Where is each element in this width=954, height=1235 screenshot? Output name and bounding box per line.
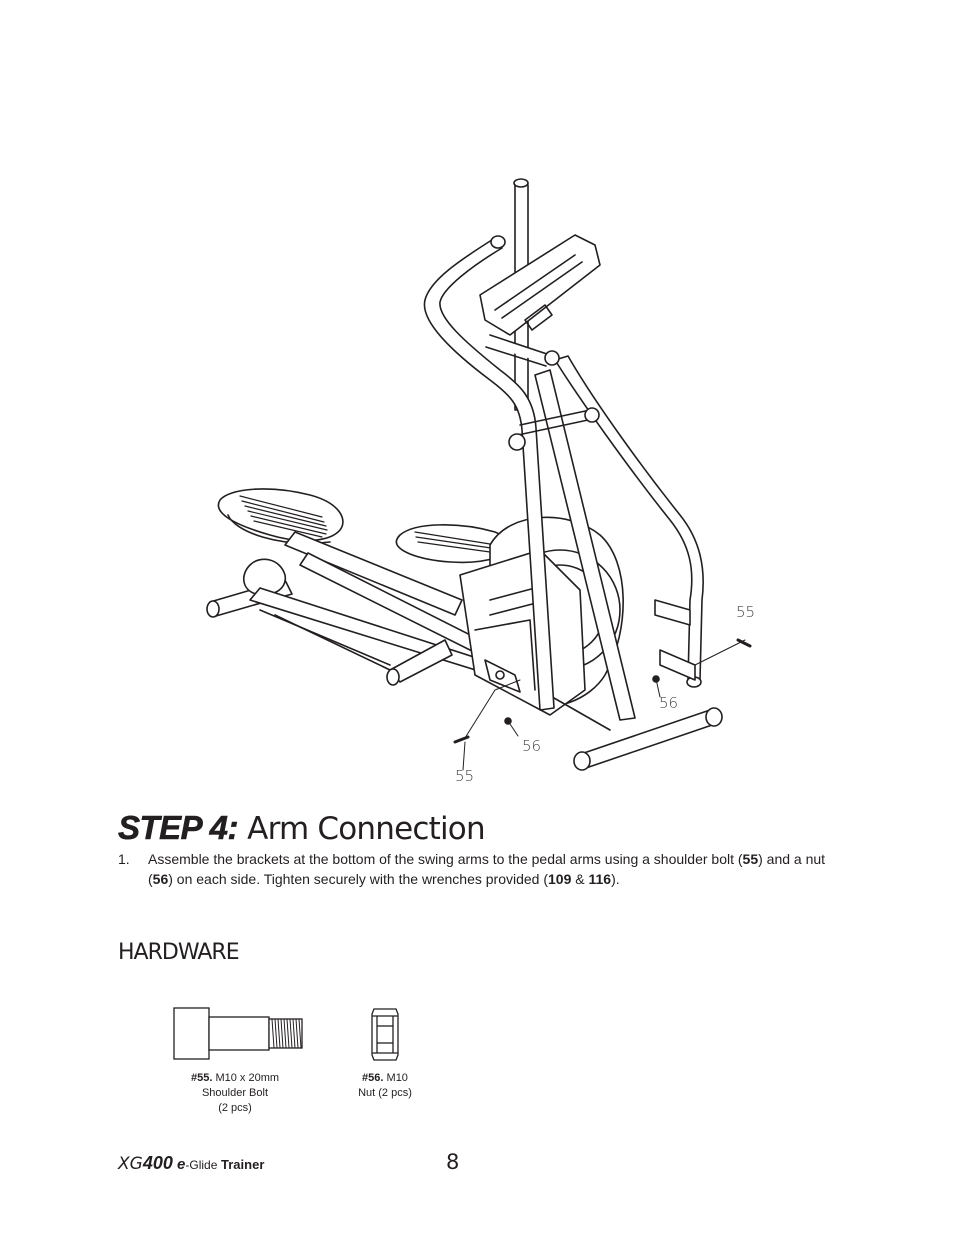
hardware-item-56-line1: #56. M10 [335,1071,435,1086]
hardware-item-56-id: #56. [362,1072,384,1084]
console [479,234,601,336]
left-pedal [217,488,344,545]
hardware-item-55-spec: M10 x 20mm [212,1072,280,1084]
elliptical-trainer-illustration [206,178,752,771]
right-bracket [654,599,696,681]
hardware-callouts [453,638,752,771]
hardware-item-55-name: Shoulder Bolt [201,1087,269,1099]
callout-bolt-55-left: 55 [455,767,475,785]
nut-image [371,1008,399,1061]
hardware-item-56-spec: M10 [383,1072,408,1084]
bolt-ref: 55 [742,851,759,867]
step-title: STEP 4: Arm Connection [118,808,486,849]
wrench-ref-2: 116 [588,871,612,887]
nut-ref: 56 [152,871,169,887]
footer-model-b: 400 [142,1153,173,1173]
footer-model-a: XG [118,1154,143,1174]
footer-brand-glide: -Glide [185,1158,218,1172]
instruction-number: 1. [118,851,130,867]
instruction-part4: ). [611,871,620,887]
hardware-item-55: #55. M10 x 20mm Shoulder Bolt (2 pcs) [165,1071,305,1116]
right-pedal [395,524,507,564]
pedal-arms [284,531,497,686]
hardware-item-56: #56. M10 Nut (2 pcs) [335,1071,435,1101]
hardware-item-55-qty: (2 pcs) [218,1102,252,1114]
hardware-item-55-line1: #55. M10 x 20mm [165,1071,305,1086]
hardware-item-55-id: #55. [190,1072,213,1084]
instruction-part1: Assemble the brackets at the bottom of t… [148,851,743,867]
swing-arms [423,235,704,711]
step-label: STEP 4: [118,809,239,847]
front-stabilizer [539,689,723,771]
hardware-item-56-name: Nut (2 pcs) [358,1087,412,1099]
page-number: 8 [446,1150,460,1174]
footer-brand-trainer: Trainer [217,1157,265,1172]
wrench-ref-1: 109 [548,871,572,887]
footer-brand-e: e [172,1156,186,1173]
hardware-title: HARDWARE [118,940,240,965]
instruction-item: 1. Assemble the brackets at the bottom o… [118,849,838,889]
instruction-text: Assemble the brackets at the bottom of t… [148,849,838,889]
callout-nut-56-right: 56 [659,694,679,712]
instruction-part3: ) on each side. Tighten securely with th… [168,871,549,887]
instruction-amp: & [571,871,589,887]
footer-brand: XG400 e-Glide Trainer [118,1153,264,1174]
shoulder-bolt-image [173,1007,303,1060]
callout-bolt-55-right: 55 [736,603,756,621]
callout-nut-56-left: 56 [522,737,542,755]
step-name: Arm Connection [247,811,485,847]
instruction-part2: ) and a nut ( [148,851,826,887]
